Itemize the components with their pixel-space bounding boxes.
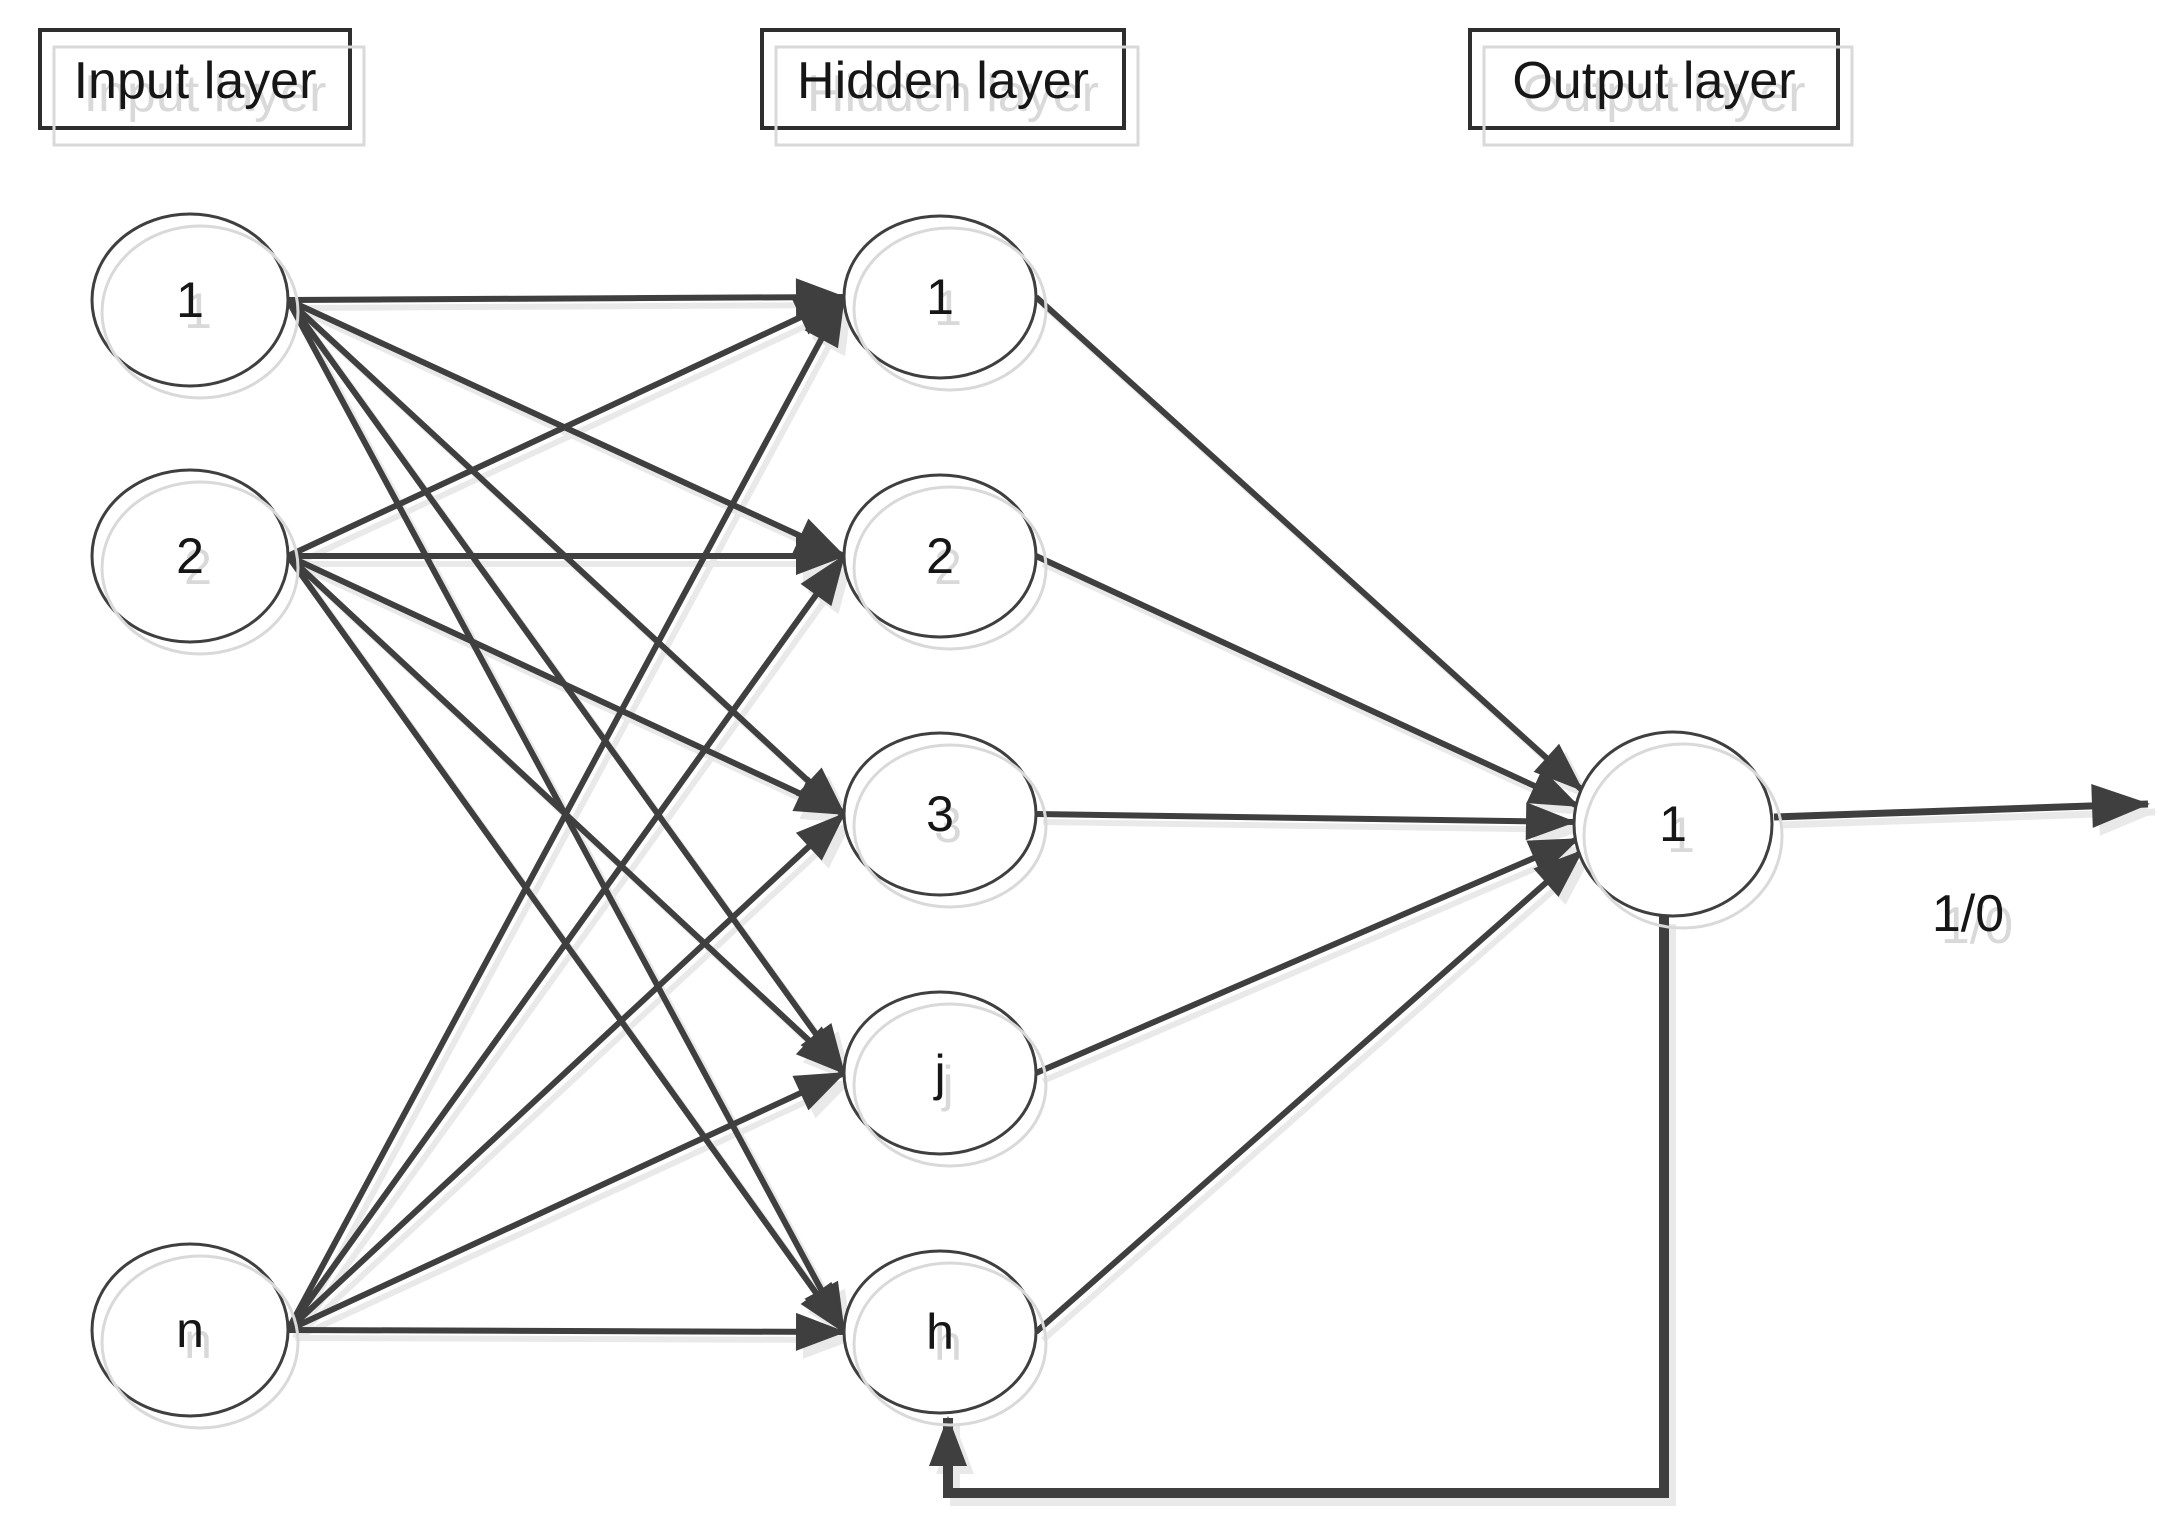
node-ghost-ring [852, 485, 1048, 651]
input-node-1-label-ghost: 1 [184, 283, 212, 339]
output-node-1-label-ghost: 1 [1667, 807, 1695, 863]
hidden-layer-label-box: Hidden layer Hidden layer [760, 28, 1140, 147]
edge-hidden1-output1 [1033, 294, 1585, 793]
output-layer-label: Output layer [1512, 52, 1795, 110]
node-ghost-ring [852, 1002, 1048, 1168]
hidden-node-3-label: 3 [926, 786, 954, 842]
output-signal: 1/0 1/0 [1932, 885, 2013, 955]
input-layer-label: Input layer [74, 52, 317, 110]
hidden-node-h-label-ghost: h [934, 1315, 962, 1371]
node-ghost-ring [100, 480, 300, 656]
label-box-ghost [1482, 45, 1854, 147]
input-node-1: 1 1 [90, 212, 300, 400]
input-node-n: n n [90, 1242, 300, 1430]
output-node-1: 1 1 [1572, 730, 1784, 930]
input-layer-label-ghost: Input layer [84, 65, 327, 123]
edge-inputn-hidden3 [285, 811, 847, 1333]
edge-hiddenh-output1 [1034, 848, 1584, 1335]
node-ghost-ring [100, 1254, 300, 1430]
hidden-node-2-label-ghost: 2 [934, 539, 962, 595]
node-ghost-ring [852, 743, 1048, 909]
hidden-layer-label-ghost: Hidden layer [807, 65, 1099, 123]
node-ghost-ring [852, 1261, 1048, 1427]
input-node-n-label-ghost: n [184, 1313, 212, 1369]
node-ghost-ring [100, 224, 300, 400]
label-box-ghost [774, 45, 1140, 147]
edge-input2-hidden1 [286, 294, 846, 559]
edge-input2-hidden3 [286, 553, 846, 817]
edge-inputn-hidden1 [285, 295, 847, 1332]
hidden-node-1-label-ghost: 1 [934, 280, 962, 336]
input-node-n-label: n [176, 1302, 204, 1358]
connector-lines [285, 278, 2150, 1498]
input-layer-nodes: 1 1 2 2 n n [90, 212, 300, 1430]
edge-input1-hidden1 [287, 278, 846, 317]
input-node-2-label-ghost: 2 [184, 539, 212, 595]
hidden-node-2-label: 2 [926, 528, 954, 584]
output-signal-label-ghost: 1/0 [1941, 897, 2013, 955]
layer-label-boxes: Input layer Input layer Hidden layer Hid… [38, 28, 1854, 147]
hidden-node-3: 3 3 [842, 731, 1048, 909]
hidden-node-h-label: h [926, 1304, 954, 1360]
edge-inputn-hiddenh [287, 1312, 846, 1351]
edge-hiddenj-output1 [1034, 836, 1580, 1076]
hidden-node-2: 2 2 [842, 473, 1048, 651]
hidden-node-j-label: j [932, 1045, 945, 1101]
edge-hidden2-output1 [1034, 553, 1580, 809]
output-layer-label-box: Output layer Output layer [1468, 28, 1854, 147]
node-ghost-ring [1582, 742, 1784, 930]
hidden-node-1: 1 1 [842, 214, 1048, 392]
hidden-layer-nodes: 1 1 2 2 3 3 j j h h [842, 214, 1048, 1427]
edge-hidden3-output1 [1035, 802, 1576, 841]
hidden-node-j-label-ghost: j [940, 1056, 953, 1112]
input-layer-label-box: Input layer Input layer [38, 28, 366, 147]
output-layer-nodes: 1 1 [1572, 730, 1784, 930]
edge-inputn-hidden2 [285, 554, 847, 1332]
edge-inputn-hiddenj [286, 1070, 846, 1333]
feedback-loop-line [929, 916, 1669, 1498]
node-ghost-ring [852, 226, 1048, 392]
input-node-1-label: 1 [176, 272, 204, 328]
output-node-1-label: 1 [1659, 796, 1687, 852]
input-node-2-label: 2 [176, 528, 204, 584]
hidden-node-1-label: 1 [926, 269, 954, 325]
output-layer-label-ghost: Output layer [1522, 65, 1805, 123]
label-box-ghost [52, 45, 366, 147]
input-node-2: 2 2 [90, 468, 300, 656]
output-signal-arrow [1773, 783, 2150, 828]
hidden-node-h: h h [842, 1249, 1048, 1427]
output-signal-label: 1/0 [1932, 885, 2004, 943]
hidden-layer-label: Hidden layer [797, 52, 1089, 110]
hidden-node-j: j j [842, 990, 1048, 1168]
hidden-node-3-label-ghost: 3 [934, 797, 962, 853]
